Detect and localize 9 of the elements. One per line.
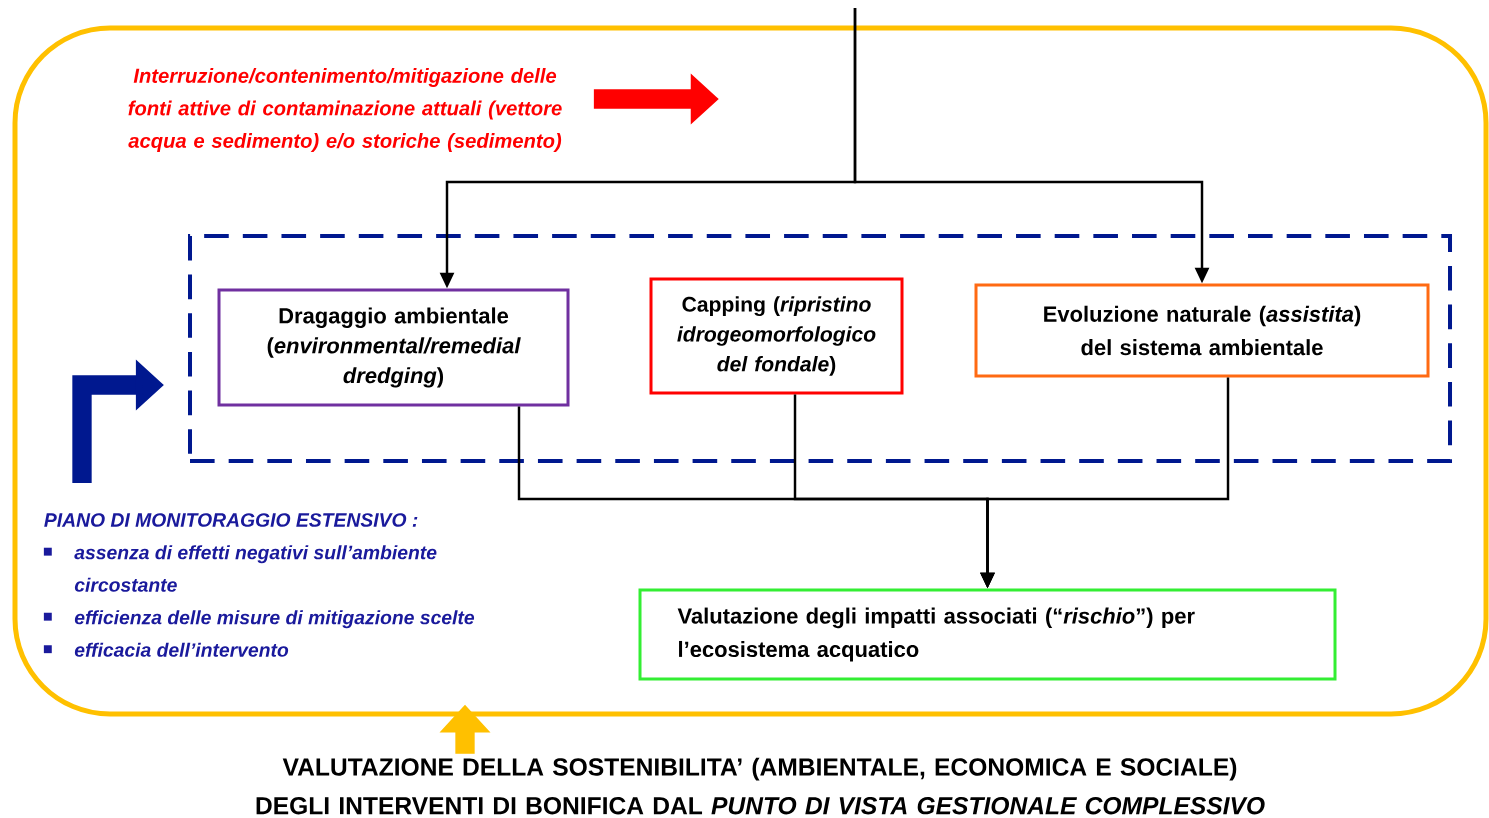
dashed-group-box	[188, 234, 1452, 463]
heading-text: VALUTAZIONE DELLA SOSTENIBILITA’ (AMBIENTALE, ECONOMICA E SOCIALE) DEGLI INTERVENTI DI BONIFICA DAL PUNTO DI VISTA GESTIONALE COMPLESSIVO	[256, 757, 1265, 815]
process-box: Capping (ripristino idrogeomorfologico del fondale)	[649, 277, 904, 395]
process-box: Evoluzione naturale (assistita) del sistema ambientale	[974, 283, 1430, 378]
rounded-frame	[12, 25, 1489, 717]
result-box: Valutazione degli impatti associati (“rischio”) per l’ecosistema acquatico	[638, 588, 1337, 681]
note-text: Interruzione/contenimento/mitigazione delle fonti attive di contaminazione attuali (vettore acqua e sedimento) e/o storiche (sedimento)	[128, 68, 562, 152]
process-box: Dragaggio ambientale (environmental/remedial dredging)	[217, 288, 570, 407]
bullet-list: PIANO DI MONITORAGGIO ESTENSIVO : assenza di effetti negativi sull’ambiente circostante efficienza delle misure di mitigazione scelte efficacia dell’intervento	[43, 513, 475, 657]
